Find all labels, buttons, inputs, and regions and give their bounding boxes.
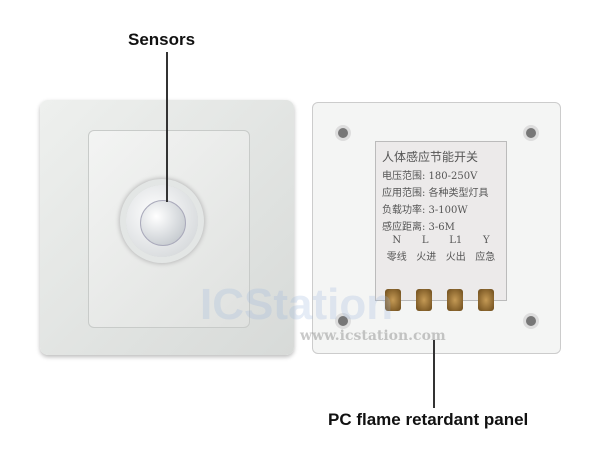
switch-back-panel: 人体感应节能开关 电压范围: 180-250V 应用范围: 各种类型灯具 负载功…	[312, 102, 561, 354]
screw-hole	[335, 313, 351, 329]
screw-hole	[523, 125, 539, 141]
terminal-code: Y	[482, 235, 490, 246]
panel-pointer-line	[433, 340, 435, 408]
terminal-name: 应急	[475, 252, 496, 263]
sensors-callout: Sensors	[128, 30, 196, 49]
terminal-code: N	[392, 235, 402, 246]
terminal-name: 火出	[445, 252, 466, 263]
sensors-pointer-line	[166, 52, 168, 202]
label-line: 应用范围: 各种类型灯具	[382, 188, 489, 199]
watermark-url: www.icstation.com	[300, 328, 446, 344]
label-line: 感应距离: 3-6M	[382, 222, 455, 233]
terminal-screw	[478, 289, 494, 311]
label-line: 电压范围: 180-250V	[382, 171, 478, 182]
terminal-screw	[447, 289, 463, 311]
label-title: 人体感应节能开关	[382, 150, 479, 164]
terminal-name: 零线	[386, 252, 407, 263]
terminal-code: L1	[449, 235, 463, 246]
spec-label: 人体感应节能开关 电压范围: 180-250V 应用范围: 各种类型灯具 负载功…	[375, 141, 507, 301]
terminal-screw	[416, 289, 432, 311]
panel-callout: PC flame retardant panel	[328, 410, 529, 429]
watermark-logo: ICStation	[200, 280, 394, 329]
label-line: 负载功率: 3-100W	[382, 205, 468, 216]
screw-hole	[523, 313, 539, 329]
pir-sensor-dome	[140, 200, 186, 246]
terminal-screw	[385, 289, 401, 311]
terminal-name: 火进	[416, 252, 437, 263]
screw-hole	[335, 125, 351, 141]
terminal-code: L	[421, 235, 429, 246]
